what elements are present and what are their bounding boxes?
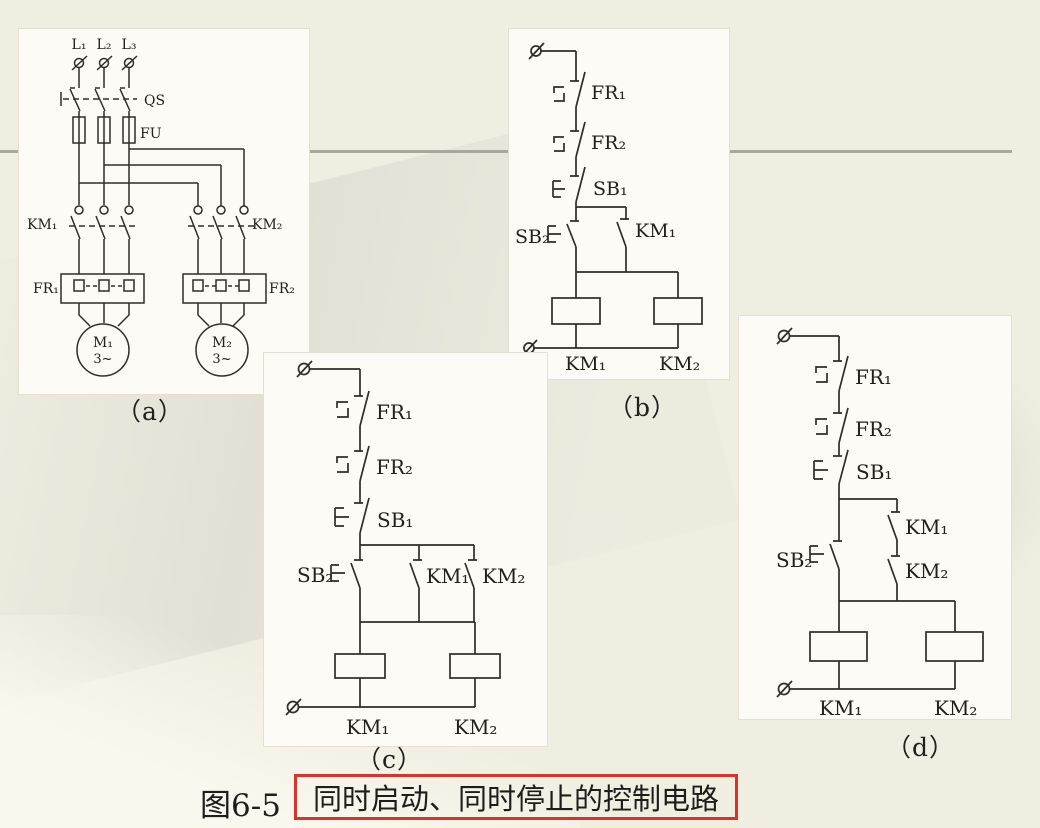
km1-coil [551, 297, 601, 325]
label-fr1: FR₁ [855, 365, 892, 389]
fr2-contact-icon [815, 407, 849, 444]
label-fr2: FR₂ [269, 281, 295, 297]
label-fr2: FR₂ [591, 132, 626, 154]
qs-switch-icon [60, 87, 137, 112]
label-fr2: FR₂ [376, 455, 413, 479]
km2-coil [653, 297, 703, 325]
motor-m1-icon [76, 323, 130, 377]
fr2-contact-icon [553, 121, 586, 158]
main-circuit-panel: L₁ L₂ L₃ QS FU KM₁ KM₂ FR₁ FR₂ M₁ 3~ M₂ … [18, 28, 310, 395]
km1-aux-contact-icon [887, 511, 900, 541]
label-sb2: SB₂ [776, 548, 812, 572]
label-km1-coil: KM₁ [565, 353, 606, 375]
label-l2: L₂ [97, 37, 112, 53]
label-fu: FU [140, 126, 162, 142]
label-l3: L₃ [122, 37, 137, 53]
control-circuit-d-diagram: FR₁ FR₂ SB₁ KM₁ KM₂ SB₂ KM₁ KM₂ [776, 327, 984, 719]
control-circuit-b-diagram: FR₁ FR₂ SB₁ SB₂ KM₁ KM₁ KM₂ [515, 42, 703, 375]
circuit-wires [534, 50, 679, 349]
fr1-contact-icon [336, 390, 370, 427]
control-circuit-c-diagram: FR₁ FR₂ SB₁ SB₂ KM₁ KM₂ KM₁ KM₂ [285, 360, 525, 739]
panel-c-caption: （c） [356, 745, 424, 774]
fr2-contact-icon [336, 445, 370, 482]
divider-line [0, 150, 1012, 153]
circuit-wires [789, 335, 956, 690]
label-km1-coil: KM₁ [346, 715, 389, 739]
km1-main-contacts-icon [69, 205, 139, 274]
branch-wires [79, 148, 245, 206]
km2-coil [449, 653, 501, 679]
fuse-icons [72, 111, 136, 205]
label-sb1: SB₁ [856, 460, 892, 484]
figure-title: 同时启动、同时停止的控制电路 [312, 782, 719, 816]
km2-aux-contact-icon [887, 555, 900, 585]
label-fr1: FR₁ [591, 82, 626, 104]
fr1-contact-icon [553, 71, 586, 108]
control-circuit-b-panel: FR₁ FR₂ SB₁ SB₂ KM₁ KM₁ KM₂ [508, 28, 730, 380]
label-sb1: SB₁ [377, 508, 413, 532]
label-km2: KM₂ [252, 217, 282, 233]
sb2-start-button-icon [330, 559, 363, 589]
label-km1: KM₁ [27, 217, 57, 233]
label-km2-contact: KM₂ [905, 559, 948, 583]
panel-a-caption: （a） [116, 397, 184, 426]
label-m1: M₁ [93, 335, 113, 351]
circuit-wires [78, 67, 130, 88]
label-sb2: SB₂ [515, 226, 550, 248]
label-km1-coil: KM₁ [819, 696, 862, 719]
sb1-stop-button-icon [552, 166, 586, 203]
km2-aux-contact-icon [464, 559, 477, 589]
bottom-terminal-icon [776, 680, 793, 698]
motor-m2-icon [195, 323, 249, 377]
label-km2-coil: KM₂ [659, 353, 700, 375]
sb1-stop-button-icon [334, 497, 370, 534]
km1-aux-contact-icon [409, 559, 422, 589]
motor-leads [78, 303, 245, 327]
sb1-stop-button-icon [813, 449, 849, 485]
label-fr1: FR₁ [33, 281, 59, 297]
km1-aux-contact-icon [616, 218, 629, 248]
control-circuit-d-panel: FR₁ FR₂ SB₁ KM₁ KM₂ SB₂ KM₁ KM₂ [738, 315, 1012, 720]
km1-coil [334, 653, 386, 679]
fr1-contact-icon [815, 355, 849, 392]
control-circuit-c-panel: FR₁ FR₂ SB₁ SB₂ KM₁ KM₂ KM₁ KM₂ [263, 352, 548, 747]
label-km1-contact: KM₁ [905, 515, 948, 539]
sb2-start-button-icon [547, 220, 579, 248]
label-fr1: FR₁ [376, 400, 413, 424]
label-sb1: SB₁ [593, 178, 628, 200]
figure-title-box: 同时启动、同时停止的控制电路 [294, 774, 738, 820]
label-km1-contact: KM₁ [426, 564, 469, 588]
label-l1: L₁ [72, 37, 87, 53]
fr1-thermal-relay-icon [60, 273, 145, 304]
label-m1-type: 3~ [93, 352, 112, 367]
figure-number: 图6-5 [200, 788, 281, 824]
km2-main-contacts-icon [188, 205, 256, 274]
label-m2: M₂ [212, 335, 232, 351]
km1-coil [809, 631, 868, 662]
panel-b-caption: （b） [608, 393, 678, 422]
label-sb2: SB₂ [297, 563, 333, 587]
fr2-thermal-relay-icon [182, 273, 267, 304]
panel-d-caption: （d） [886, 733, 956, 762]
label-km2-contact: KM₂ [482, 564, 525, 588]
label-km2-coil: KM₂ [454, 715, 497, 739]
bottom-terminal-icon [285, 698, 302, 716]
sb2-start-button-icon [809, 540, 842, 570]
label-km2-coil: KM₂ [934, 696, 977, 719]
label-fr2: FR₂ [855, 417, 892, 441]
label-km1-contact: KM₁ [635, 220, 676, 242]
label-m2-type: 3~ [212, 352, 231, 367]
km2-coil [925, 631, 984, 662]
main-circuit-diagram: L₁ L₂ L₃ QS FU KM₁ KM₂ FR₁ FR₂ M₁ 3~ M₂ … [27, 37, 295, 377]
label-qs: QS [144, 93, 165, 109]
